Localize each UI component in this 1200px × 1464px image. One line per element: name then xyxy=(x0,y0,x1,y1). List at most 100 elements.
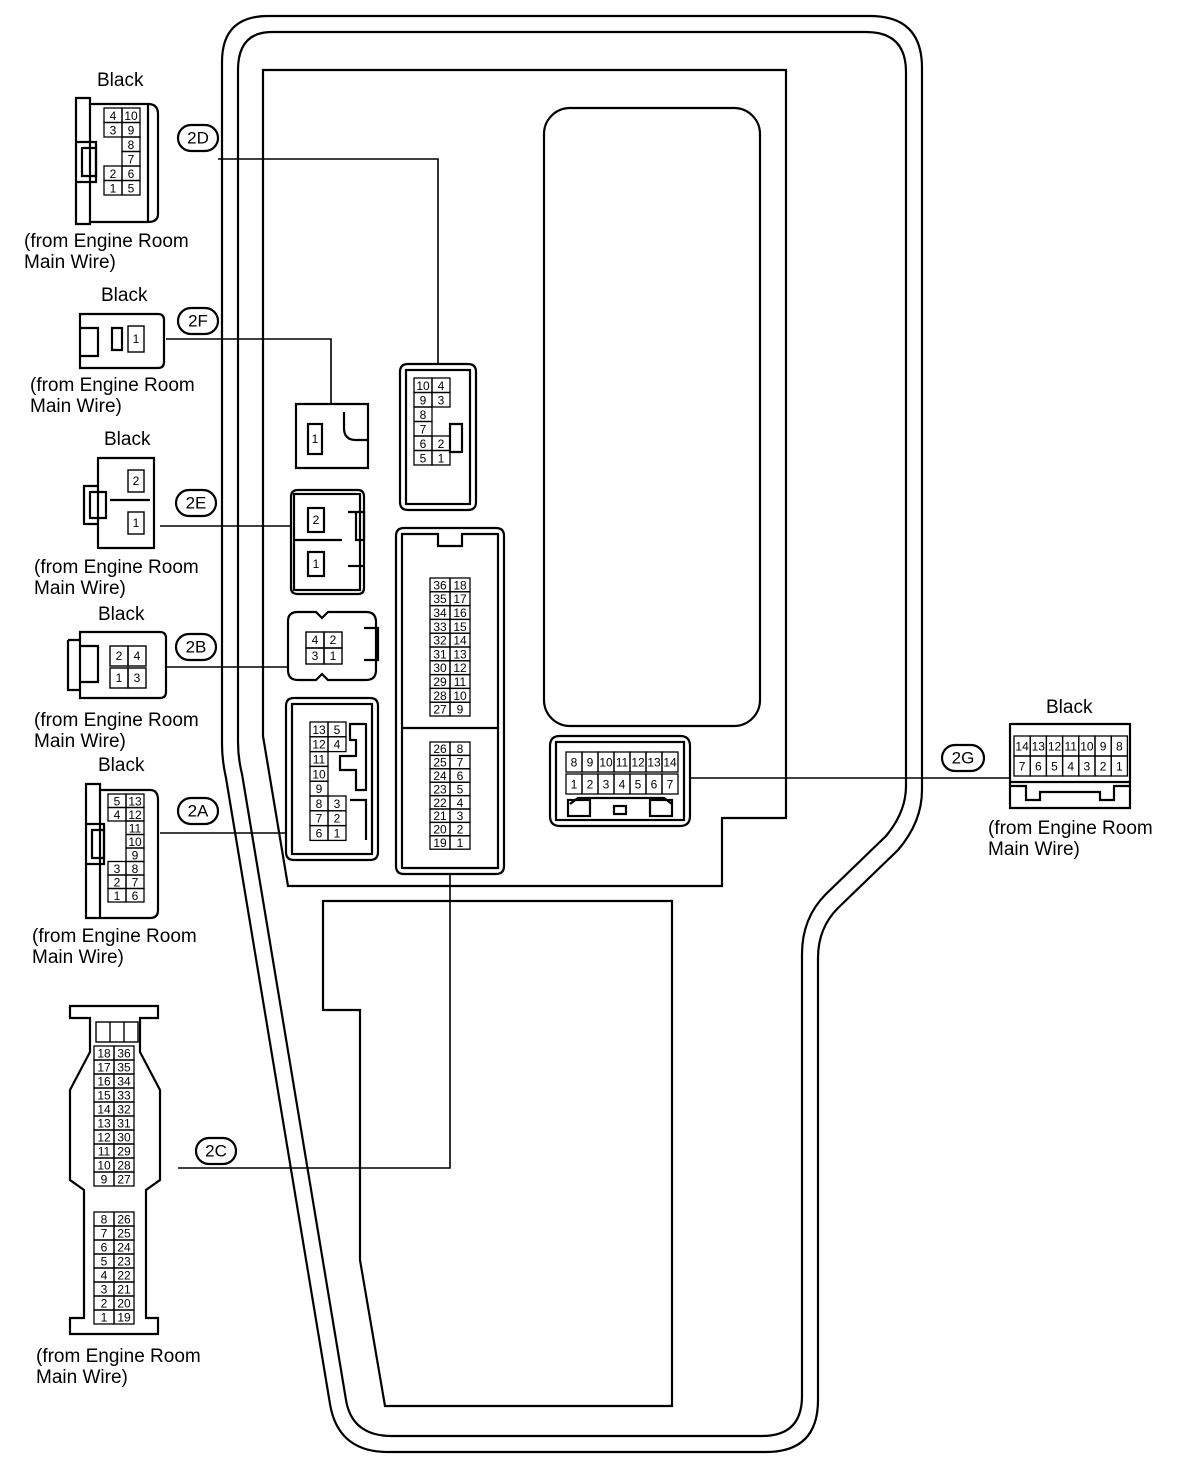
pin-cell xyxy=(327,736,347,753)
pin-label: 3 xyxy=(438,393,445,407)
leader-line-2D xyxy=(218,158,439,364)
pin-label: 33 xyxy=(117,1089,131,1103)
pin-label: 5 xyxy=(420,451,427,465)
pin-label: 7 xyxy=(667,778,674,792)
pin-label: 5 xyxy=(457,782,464,796)
connector-2B: Black 2 4 1 3 (from Engine Room Main Wir… xyxy=(34,604,199,752)
pin-label: 2 xyxy=(438,437,445,451)
pin-label: 26 xyxy=(433,742,447,756)
pin-label: 3 xyxy=(334,797,341,811)
pin-label: 4 xyxy=(438,379,445,393)
badge-2C: 2C xyxy=(194,1136,238,1166)
pin-label: 12 xyxy=(312,738,326,752)
pin-label: 1 xyxy=(571,778,578,792)
pin-label: 28 xyxy=(117,1159,131,1173)
pin-label: 25 xyxy=(117,1227,131,1241)
color-label: Black xyxy=(101,285,148,306)
pin-label: 5 xyxy=(114,794,121,808)
pin-label: 19 xyxy=(117,1311,131,1325)
pin-label: 10 xyxy=(416,379,430,393)
pin-label: 8 xyxy=(571,756,578,770)
source-label: (from Engine Room xyxy=(30,375,195,396)
pin-label: 7 xyxy=(101,1227,108,1241)
pin-cell xyxy=(327,824,347,842)
pin-label: 29 xyxy=(117,1145,131,1159)
pin-label: 25 xyxy=(433,756,447,770)
pin-label: 7 xyxy=(132,875,139,889)
pin-label: 6 xyxy=(128,167,135,181)
pin-cell xyxy=(431,391,451,408)
pin-label: 13 xyxy=(1032,740,1046,754)
pin-label: 5 xyxy=(128,181,135,195)
pin-label: 6 xyxy=(132,889,139,903)
block-pin-label: 1 xyxy=(330,649,337,663)
pin-label: 11 xyxy=(454,675,467,689)
block-pin-cell xyxy=(306,422,324,456)
pin-label: 8 xyxy=(457,742,464,756)
pin-label: 7 xyxy=(128,152,135,166)
pin-label: 1 xyxy=(1116,760,1123,774)
pin-label: 14 xyxy=(663,756,677,770)
pin-label: 9 xyxy=(587,756,594,770)
pin-label: 7 xyxy=(457,756,464,770)
block-pin-label: 1 xyxy=(312,432,319,446)
pin-label: 9 xyxy=(457,703,464,717)
plug-pin-cell xyxy=(127,325,145,353)
pin-label: 19 xyxy=(433,836,447,850)
lower-panel-outline xyxy=(321,899,674,1408)
block-pin-label: 2 xyxy=(330,633,337,647)
pin-label: 35 xyxy=(117,1061,131,1075)
pin-label: 1 xyxy=(114,889,121,903)
pin-cell xyxy=(449,835,471,850)
pin-label: 1 xyxy=(110,181,117,195)
pin-label: 6 xyxy=(1035,760,1042,774)
pin-label: 4 xyxy=(101,1269,108,1283)
pin-label: 5 xyxy=(1051,760,1058,774)
pin-label: 12 xyxy=(631,756,645,770)
pin-label: 1 xyxy=(438,451,445,465)
pin-label: 12 xyxy=(97,1131,111,1145)
pin-label: 4 xyxy=(457,796,464,810)
pin-label: 27 xyxy=(433,703,447,717)
pin-label: 5 xyxy=(635,778,642,792)
badge-label: 2F xyxy=(188,312,208,331)
pin-label: 23 xyxy=(117,1255,131,1269)
source-label: Main Wire) xyxy=(30,396,122,417)
plug-pin-label: 1 xyxy=(133,516,140,530)
pin-label: 17 xyxy=(97,1061,111,1075)
pin-label: 9 xyxy=(132,848,139,862)
plug-pin-cell xyxy=(127,469,145,493)
pin-label: 3 xyxy=(114,862,121,876)
pin-label: 11 xyxy=(1064,740,1077,754)
pin-label: 12 xyxy=(1048,740,1062,754)
pin-label: 20 xyxy=(433,823,447,837)
pin-label: 3 xyxy=(603,778,610,792)
pin-label: 8 xyxy=(316,797,323,811)
source-label: (from Engine Room xyxy=(34,710,199,731)
pin-label: 3 xyxy=(101,1283,108,1297)
pin-label: 8 xyxy=(101,1213,108,1227)
badge-2E: 2E xyxy=(174,488,218,518)
pin-cell xyxy=(121,179,141,196)
pin-label: 8 xyxy=(1116,740,1123,754)
leader-line-2F xyxy=(166,338,332,404)
pin-cell xyxy=(113,1171,135,1187)
pin-label: 7 xyxy=(420,422,427,436)
pin-label: 7 xyxy=(316,812,323,826)
pin-label: 4 xyxy=(334,738,341,752)
pin-label: 6 xyxy=(101,1241,108,1255)
pin-label: 33 xyxy=(433,620,447,634)
source-label: (from Engine Room xyxy=(36,1346,201,1367)
pin-label: 11 xyxy=(129,821,142,835)
source-label: Main Wire) xyxy=(36,1367,128,1388)
pin-label: 10 xyxy=(312,767,326,781)
source-label: Main Wire) xyxy=(34,578,126,599)
